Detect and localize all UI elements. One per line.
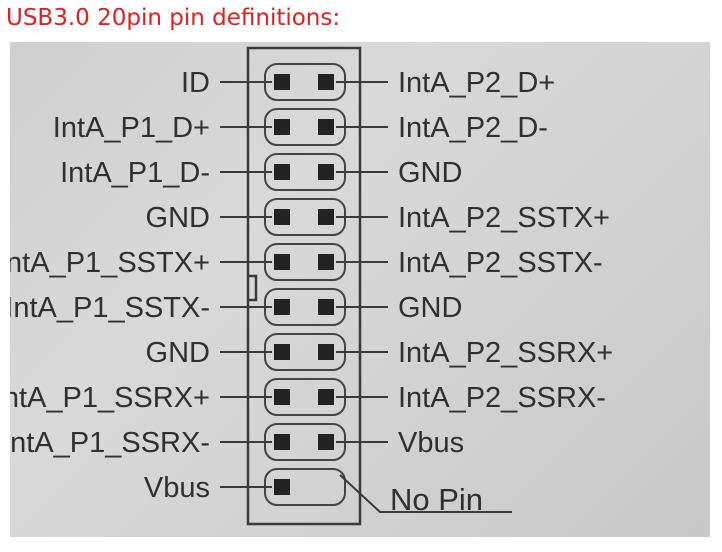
pin-label-left: IntA_P1_D- — [60, 157, 210, 189]
pin-square-right — [318, 389, 334, 405]
pin-square-right — [318, 434, 334, 450]
pin-square-right — [318, 344, 334, 360]
pin-label-right: GND — [398, 157, 462, 189]
pin-label-left: GND — [146, 337, 210, 369]
connector-key-notch — [248, 274, 258, 302]
pin-square-left — [274, 119, 290, 135]
pin-label-right: GND — [398, 292, 462, 324]
pin-diagram: ID IntA_P2_D+ IntA_P1_D+ IntA_P2_D- IntA_P1_… — [10, 46, 613, 526]
pin-label-right: Vbus — [398, 427, 464, 459]
pin-label-left: Vbus — [144, 472, 210, 504]
pin-label-left: IntA_P1_SSRX- — [10, 427, 210, 459]
pin-square-left — [274, 74, 290, 90]
pin-square-left — [274, 389, 290, 405]
pin-label-left: GND — [146, 202, 210, 234]
pin-label-left: IntA_P1_SSTX+ — [10, 247, 210, 279]
pin-square-left — [274, 254, 290, 270]
pin-label-left: IntA_P1_D+ — [53, 112, 210, 144]
pinout-photo: ID IntA_P2_D+ IntA_P1_D+ IntA_P2_D- IntA_P1_… — [10, 42, 710, 537]
pin-square-right — [318, 299, 334, 315]
pin-label-left: ID — [181, 67, 210, 99]
pin-label-right: IntA_P2_SSRX- — [398, 382, 606, 414]
pin-label-right: IntA_P2_D+ — [398, 67, 555, 99]
pin-square-left — [274, 299, 290, 315]
pin-square-right — [318, 164, 334, 180]
pin-square-right — [318, 209, 334, 225]
pin-square-left — [274, 164, 290, 180]
pin-square-left — [274, 344, 290, 360]
connector-housing — [246, 46, 362, 526]
pin-label-right: IntA_P2_D- — [398, 112, 548, 144]
page-title: USB3.0 20pin pin definitions: — [6, 5, 341, 31]
no-pin-leader — [339, 474, 512, 513]
pin-square-right — [318, 254, 334, 270]
pin-square-right — [318, 74, 334, 90]
pin-label-right: IntA_P2_SSRX+ — [398, 337, 613, 369]
pin-square-left — [274, 434, 290, 450]
pin-label-right: IntA_P2_SSTX+ — [398, 202, 610, 234]
pin-square-left — [274, 479, 290, 495]
pin-square-right — [318, 119, 334, 135]
pin-square-left — [274, 209, 290, 225]
pin-label-left: IntA_P1_SSRX+ — [10, 382, 210, 414]
pin-label-left: IntA_P1_SSTX- — [10, 292, 210, 324]
pin-label-right: IntA_P2_SSTX- — [398, 247, 603, 279]
